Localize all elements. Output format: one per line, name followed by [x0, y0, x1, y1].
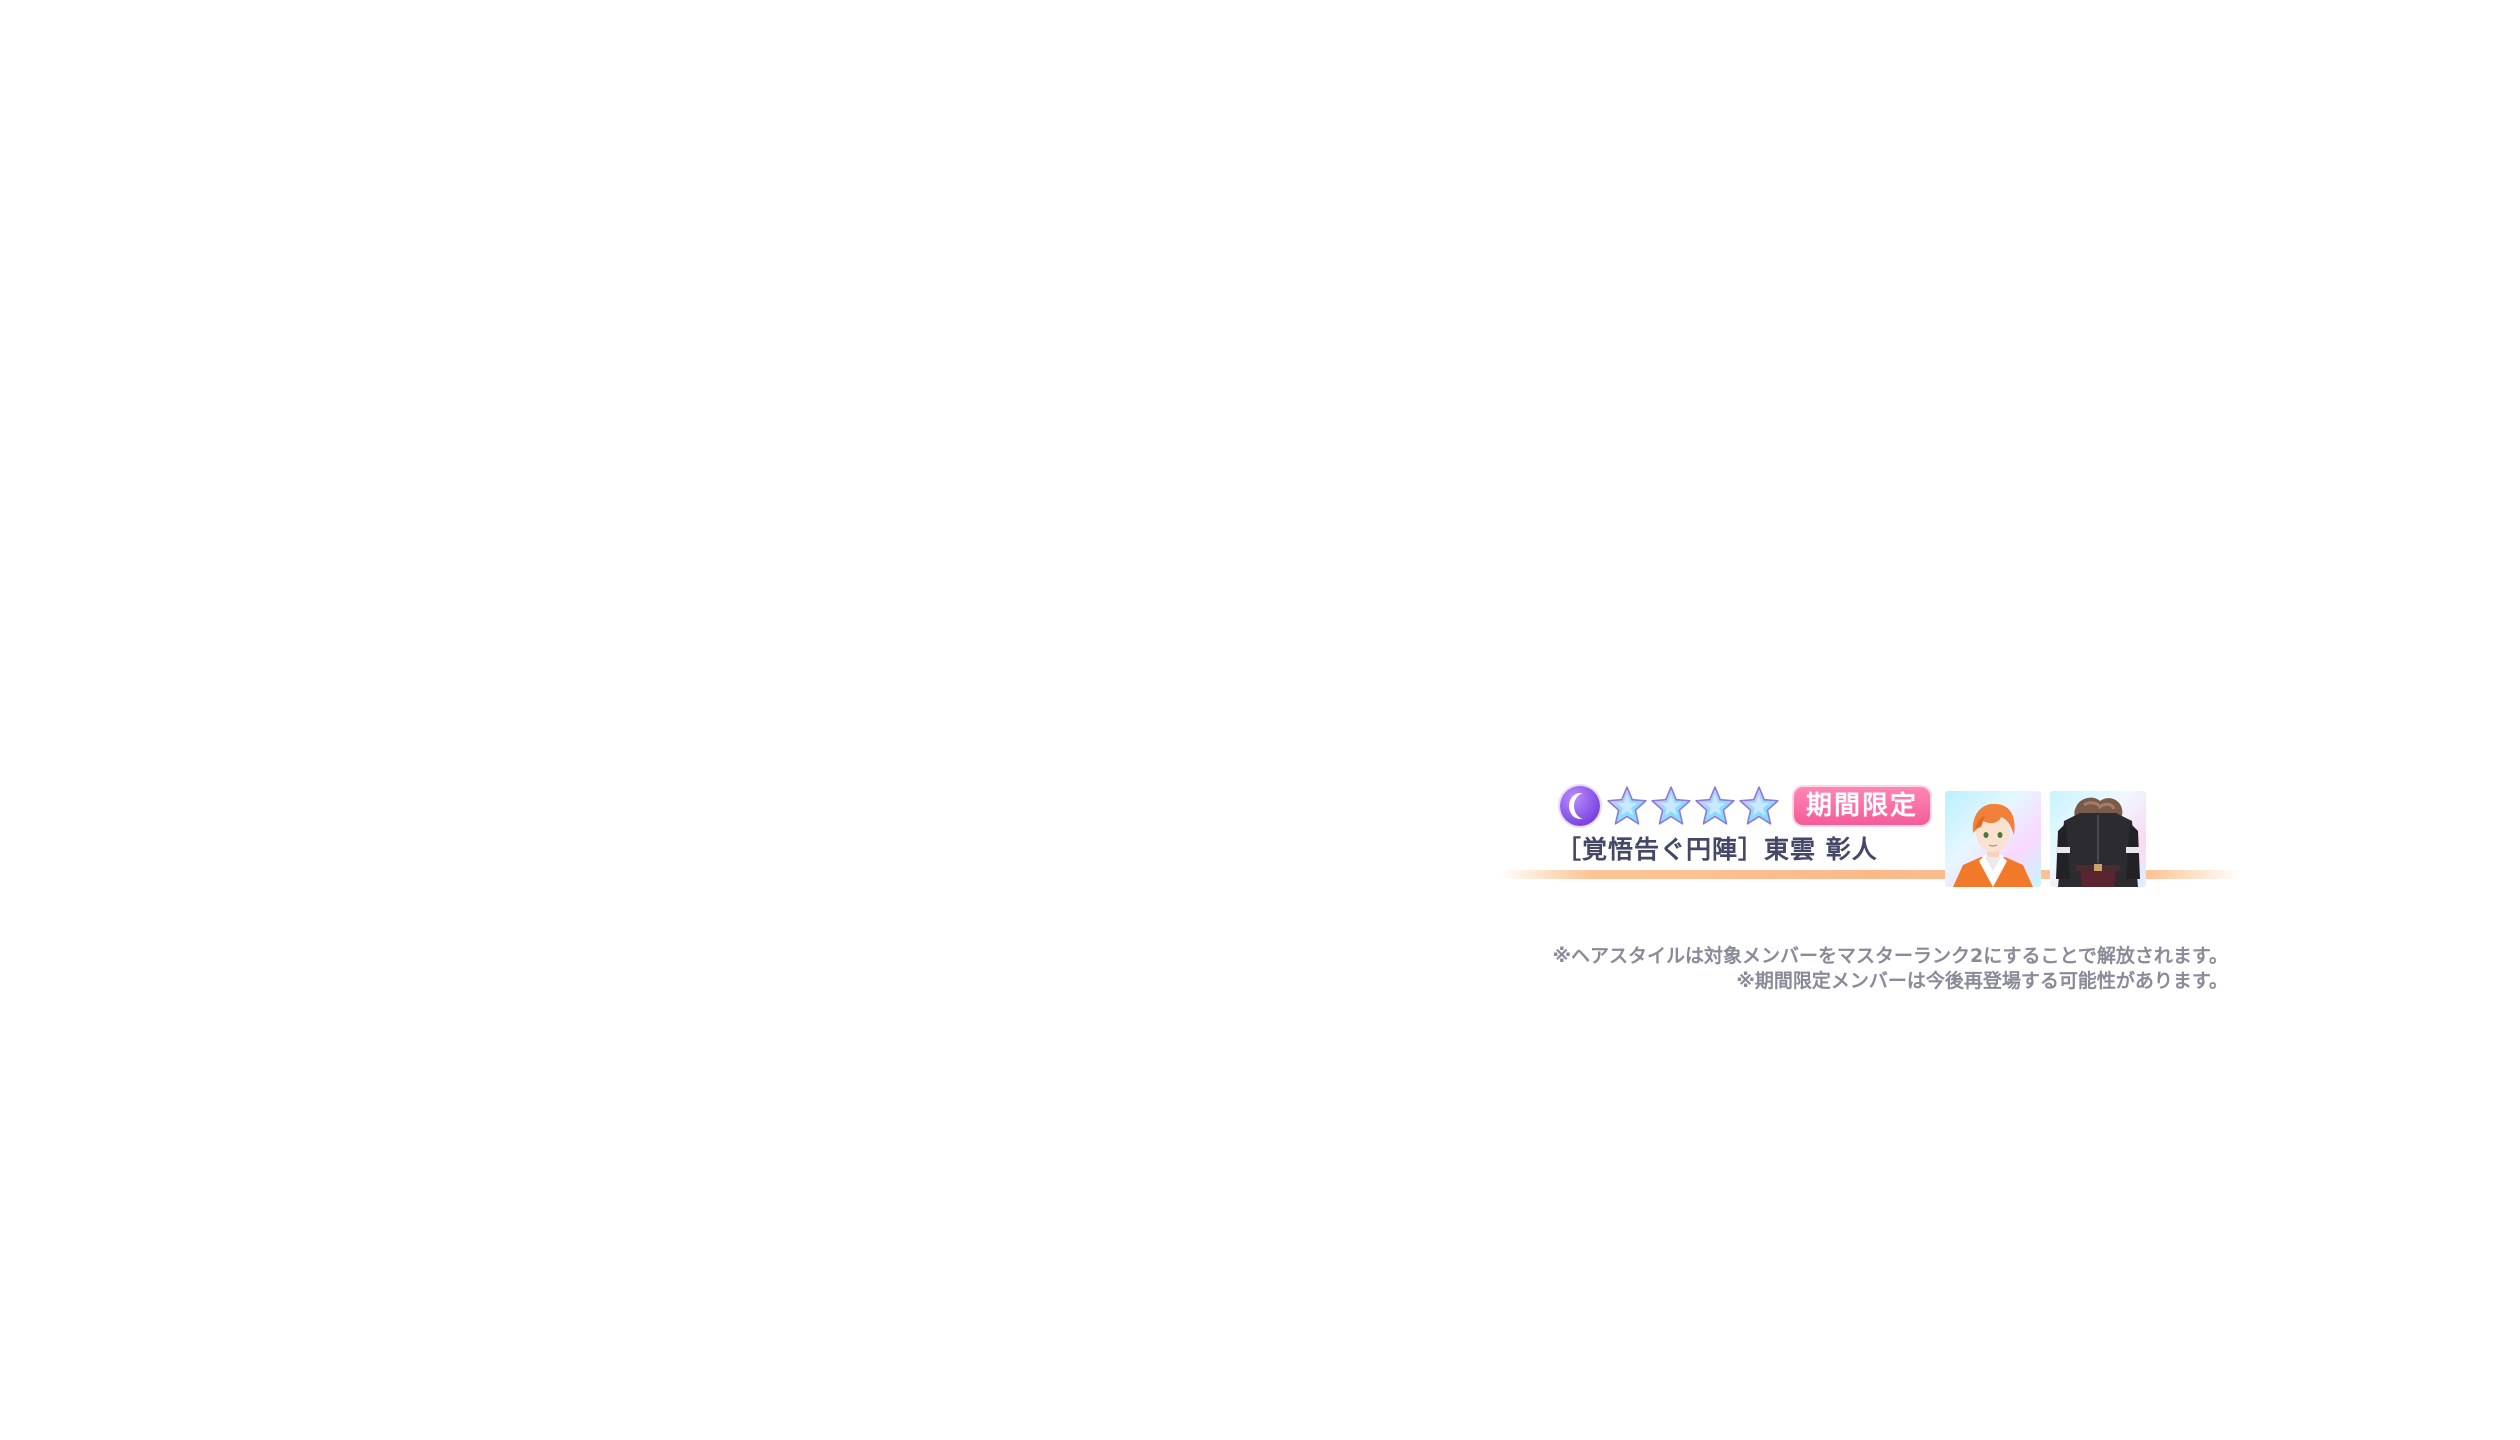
note-limited-rerun: ※期間限定メンバーは今後再登場する可能性があります。	[1736, 970, 2228, 992]
rainbow-star-icon	[1695, 786, 1735, 825]
note-hairstyle-unlock: ※ヘアスタイルは対象メンバーをマスターランク2にすることで解放されます。	[1552, 945, 2228, 967]
mysterious-moon-icon	[1560, 786, 1600, 826]
rainbow-star-icon	[1651, 786, 1691, 825]
rainbow-star-icon	[1739, 786, 1779, 825]
hairstyle-thumbnail-icon[interactable]	[1945, 791, 2041, 887]
rarity-row: 期間限定	[1560, 784, 1931, 828]
character-portrait-icon	[1953, 803, 2033, 887]
jacket-outfit-icon	[2056, 797, 2140, 887]
card-info-banner: 期間限定 ［覚悟告ぐ円陣］東雲 彰人	[1500, 776, 2240, 896]
card-title: ［覚悟告ぐ円陣］東雲 彰人	[1556, 835, 1878, 864]
banner-underline	[1500, 870, 2240, 879]
notes-block: ※ヘアスタイルは対象メンバーをマスターランク2にすることで解放されます。 ※期間…	[1553, 944, 2228, 994]
outfit-thumbnail-icon[interactable]	[2050, 791, 2146, 887]
limited-time-badge: 期間限定	[1794, 787, 1931, 825]
rainbow-star-icon	[1607, 786, 1647, 825]
